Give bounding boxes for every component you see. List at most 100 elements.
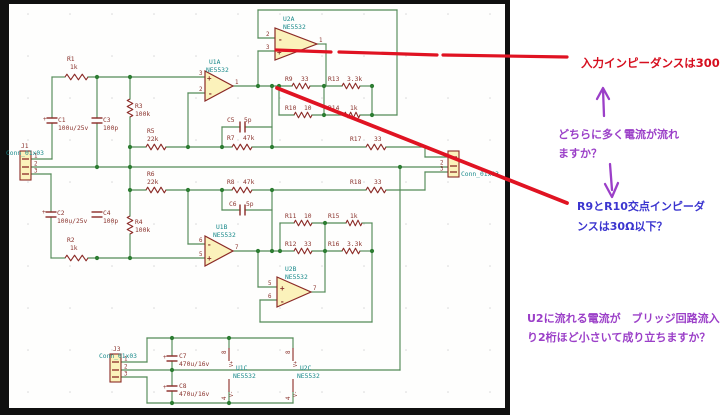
junction-dot xyxy=(127,74,133,80)
label-value-U1C: NE5532 xyxy=(233,373,256,380)
label-ref-R4: R4 xyxy=(135,219,143,226)
junction-dot xyxy=(369,248,375,254)
label-value-R3: 100k xyxy=(135,111,150,118)
pin-number-2: 2 xyxy=(440,161,444,167)
resistors xyxy=(64,73,387,262)
pin-number-U2B-6: 6 xyxy=(268,294,272,300)
label-ref-R16: R16 xyxy=(328,241,340,248)
resistor-R13 xyxy=(341,82,361,90)
connector-body xyxy=(447,150,460,178)
junction-dot xyxy=(369,83,375,89)
resistor-R3 xyxy=(126,98,134,118)
label-ref-U1A: U1A xyxy=(209,59,221,66)
label-value-U1A: NE5532 xyxy=(206,67,229,74)
note-current-question: どちらに多く電流が流れ ますか？ xyxy=(558,126,679,163)
label-ref-R2: R2 xyxy=(67,237,75,244)
input-mark-U1A: + xyxy=(207,74,212,83)
junction-dot xyxy=(397,164,403,170)
note-current-question-line1: どちらに多く電流が流れ xyxy=(558,128,679,141)
label-ref-J3: J3 xyxy=(113,346,121,353)
label-ref-C7: C7 xyxy=(179,353,187,360)
red-markers xyxy=(274,48,569,205)
input-mark-U2A: - xyxy=(278,35,283,44)
resistor-R10 xyxy=(293,111,313,119)
resistor-R16 xyxy=(341,247,361,255)
pin-number-U1A-1: 1 xyxy=(235,80,239,86)
label-value-connector: Conn_01x03 xyxy=(99,353,137,360)
label-ref-R6: R6 xyxy=(147,171,155,178)
junction-dot xyxy=(322,248,328,254)
label-ref-R9: R9 xyxy=(285,76,293,83)
label-value-R17: 33 xyxy=(374,136,382,143)
label-value-R15: 1k xyxy=(350,213,358,220)
junction-dot xyxy=(269,248,275,254)
pin-label-U1C-4: 4 xyxy=(222,396,228,400)
label-value-R6: 22k xyxy=(147,179,159,186)
label-ref-R1: R1 xyxy=(67,56,75,63)
junction-dot xyxy=(226,335,232,341)
resistor-R12 xyxy=(293,247,313,255)
label-value-U2A: NE5532 xyxy=(283,24,306,31)
label-value-R14: 1k xyxy=(350,105,358,112)
resistor-R4 xyxy=(126,215,134,235)
label-value-C3: 100p xyxy=(103,125,118,132)
label-ref-C1: C1 xyxy=(58,117,66,124)
note-u2-current-line1: U2に流れる電流が ブリッジ回路流入よ xyxy=(527,312,720,325)
junction-dot xyxy=(219,144,225,150)
junction-dot xyxy=(322,220,328,226)
opamp-body-U2B xyxy=(276,276,313,308)
label-ref-C6: C6 xyxy=(229,201,237,208)
label-value-R1: 1k xyxy=(70,64,78,71)
label-ref-R3: R3 xyxy=(135,103,143,110)
pin-label-U2C-V+: V+ xyxy=(293,361,299,367)
junction-dot xyxy=(169,400,175,406)
note-junction-impedance: R9とR10交点インピーダ ンスは30Ω以下？ xyxy=(577,197,705,237)
label-value-R10: 10 xyxy=(304,105,312,112)
input-mark-U2A: + xyxy=(277,48,282,57)
label-value-R9: 33 xyxy=(301,76,309,83)
junction-dot xyxy=(269,187,275,193)
label-ref-C8: C8 xyxy=(179,383,187,390)
label-ref-C2: C2 xyxy=(57,210,65,217)
label-ref-U2C: U2C xyxy=(300,365,312,372)
input-mark-U1B: + xyxy=(207,254,212,263)
label-value-R5: 22k xyxy=(147,136,159,143)
resistor-R5 xyxy=(145,143,167,151)
label-value-U1B: NE5532 xyxy=(213,232,236,239)
label-ref-C4: C4 xyxy=(103,210,111,217)
label-value-R12: 33 xyxy=(304,241,312,248)
label-value-C2: 100u/25v xyxy=(57,218,88,225)
pin-number-U1B-7: 7 xyxy=(235,245,239,251)
junction-dot xyxy=(94,255,100,261)
junction-dot xyxy=(255,83,261,89)
junction-dot xyxy=(321,112,327,118)
label-value-C4: 100p xyxy=(103,218,118,225)
capacitors xyxy=(45,117,246,392)
junction-dot xyxy=(127,164,133,170)
junction-dot xyxy=(185,144,191,150)
resistor-R9 xyxy=(291,82,311,90)
note-u2-current-line2: り2桁ほど小さいて成り立ちますか？ xyxy=(527,331,711,344)
pin-number-1: 1 xyxy=(34,154,38,160)
polarity-mark-C7: + xyxy=(163,354,167,361)
label-ref-R10: R10 xyxy=(285,105,297,112)
label-ref-R12: R12 xyxy=(285,241,297,248)
label-value-R7: 47k xyxy=(243,135,255,142)
resistor-R14 xyxy=(343,111,361,119)
annotation-red-line-horizontal xyxy=(274,48,333,54)
pin-label-U2C-8: 8 xyxy=(286,350,292,354)
note-junction-impedance-line1: R9とR10交点インピーダ xyxy=(577,200,705,213)
pin-number-1: 1 xyxy=(124,357,128,363)
junction-dot xyxy=(127,187,133,193)
label-ref-U2A: U2A xyxy=(283,16,295,23)
label-ref-R7: R7 xyxy=(227,135,235,142)
label-value-R16: 3.3k xyxy=(347,241,362,248)
pin-number-2: 2 xyxy=(124,365,128,371)
resistor-R18 xyxy=(365,186,387,194)
pin-label-U1C-V-: V- xyxy=(229,391,235,397)
